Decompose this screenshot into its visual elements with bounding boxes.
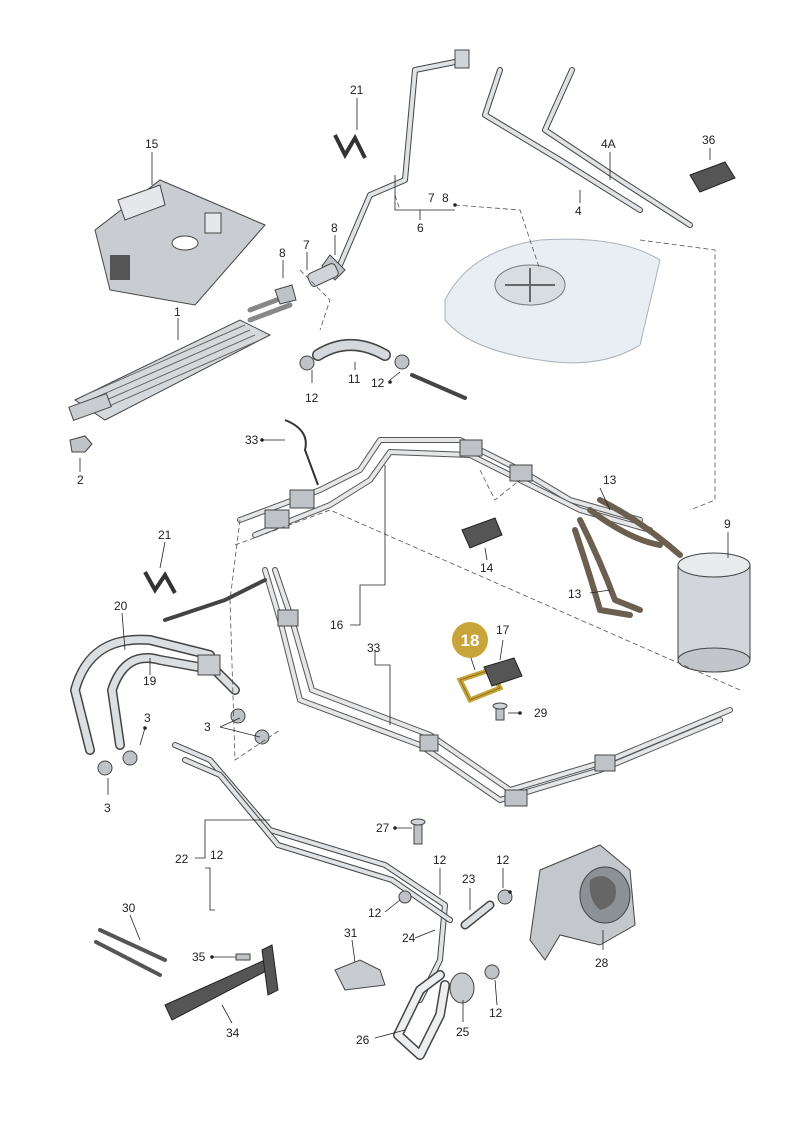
coolant-pipe-upper [274, 49, 470, 305]
label-6[interactable]: 6 [417, 221, 424, 235]
label-7a[interactable]: 7 [428, 191, 435, 205]
clip-part-14[interactable] [461, 517, 503, 549]
label-16[interactable]: 16 [330, 618, 344, 632]
clip-part-36[interactable] [689, 161, 736, 193]
label-14[interactable]: 14 [480, 561, 494, 575]
label-8c[interactable]: 8 [331, 221, 338, 235]
label-35[interactable]: 35 [192, 950, 206, 964]
label-15[interactable]: 15 [145, 137, 159, 151]
hose-clamps-part-3[interactable] [97, 708, 270, 776]
reference-lines [229, 194, 741, 761]
label-34[interactable]: 34 [226, 1026, 240, 1040]
label-3c[interactable]: 3 [104, 801, 111, 815]
label-9[interactable]: 9 [724, 517, 731, 531]
label-20[interactable]: 20 [114, 599, 128, 613]
bolt-part-27[interactable] [410, 818, 426, 845]
cable-tie-part-30[interactable] [94, 928, 167, 977]
label-12d[interactable]: 12 [433, 853, 447, 867]
label-13a[interactable]: 13 [603, 473, 617, 487]
label-12g[interactable]: 12 [489, 1006, 503, 1020]
heat-shield-part-15[interactable] [94, 179, 266, 306]
label-21b[interactable]: 21 [158, 528, 172, 542]
label-36[interactable]: 36 [702, 133, 716, 147]
label-24[interactable]: 24 [402, 931, 416, 945]
label-2[interactable]: 2 [77, 473, 84, 487]
label-28[interactable]: 28 [595, 956, 609, 970]
label-30[interactable]: 30 [122, 901, 136, 915]
label-8a[interactable]: 8 [442, 191, 449, 205]
label-25[interactable]: 25 [456, 1025, 470, 1039]
label-21a[interactable]: 21 [350, 83, 364, 97]
label-26[interactable]: 26 [356, 1033, 370, 1047]
wire-part-33 [284, 419, 319, 486]
fuel-lines-main [237, 437, 733, 807]
coolant-hoses-part-19-20 [70, 578, 267, 755]
label-23[interactable]: 23 [462, 872, 476, 886]
fuel-pipe-4 [482, 67, 693, 228]
label-12c[interactable]: 12 [210, 848, 224, 862]
label-12f[interactable]: 12 [368, 906, 382, 920]
label-4a[interactable]: 4A [601, 137, 616, 151]
label-12b[interactable]: 12 [305, 391, 319, 405]
bolt-part-29[interactable] [492, 702, 508, 721]
leader-lines [79, 98, 729, 1039]
nut-part-2[interactable] [69, 435, 93, 453]
label-31[interactable]: 31 [344, 926, 358, 940]
clip-part-17[interactable] [483, 657, 523, 687]
leader-dots [143, 203, 522, 959]
label-33b[interactable]: 33 [367, 641, 381, 655]
label-19[interactable]: 19 [143, 674, 157, 688]
braided-hoses-part-13 [572, 497, 683, 618]
label-22[interactable]: 22 [175, 852, 189, 866]
pump-part-28[interactable] [529, 844, 636, 961]
fuel-tank-outline [444, 238, 661, 364]
label-29[interactable]: 29 [534, 706, 548, 720]
label-11[interactable]: 11 [348, 372, 361, 386]
clip-part-21-upper[interactable] [333, 133, 367, 160]
label-3b[interactable]: 3 [204, 720, 211, 734]
fuel-filter-part-9[interactable] [677, 552, 751, 673]
label-3a[interactable]: 3 [144, 711, 151, 725]
label-7b[interactable]: 7 [303, 238, 310, 252]
label-13b[interactable]: 13 [568, 587, 582, 601]
label-17[interactable]: 17 [496, 623, 510, 637]
label-12e[interactable]: 12 [496, 853, 510, 867]
clip-part-21-lower[interactable] [143, 571, 177, 594]
label-4[interactable]: 4 [575, 204, 582, 218]
bracket-part-31[interactable] [334, 959, 386, 991]
bracket-part-34[interactable] [164, 944, 279, 1021]
label-1[interactable]: 1 [174, 305, 181, 319]
label-33a[interactable]: 33 [245, 433, 259, 447]
label-12a[interactable]: 12 [371, 376, 385, 390]
label-27[interactable]: 27 [376, 821, 390, 835]
label-8b[interactable]: 8 [279, 246, 286, 260]
part-labels: 21 15 36 4A 4 7 8 6 8 7 8 1 11 12 12 2 3… [77, 83, 731, 1047]
hose-part-11 [299, 339, 467, 400]
hose-part-26 [393, 970, 475, 1060]
highlight-badge-18[interactable]: 18 [452, 622, 488, 658]
coolant-pipe-part-22 [172, 742, 513, 1003]
oil-cooler-part-1[interactable] [68, 292, 293, 422]
part-18-highlighted[interactable] [456, 666, 504, 704]
highlight-badge-label: 18 [461, 631, 480, 650]
screw-part-35[interactable] [235, 953, 251, 961]
